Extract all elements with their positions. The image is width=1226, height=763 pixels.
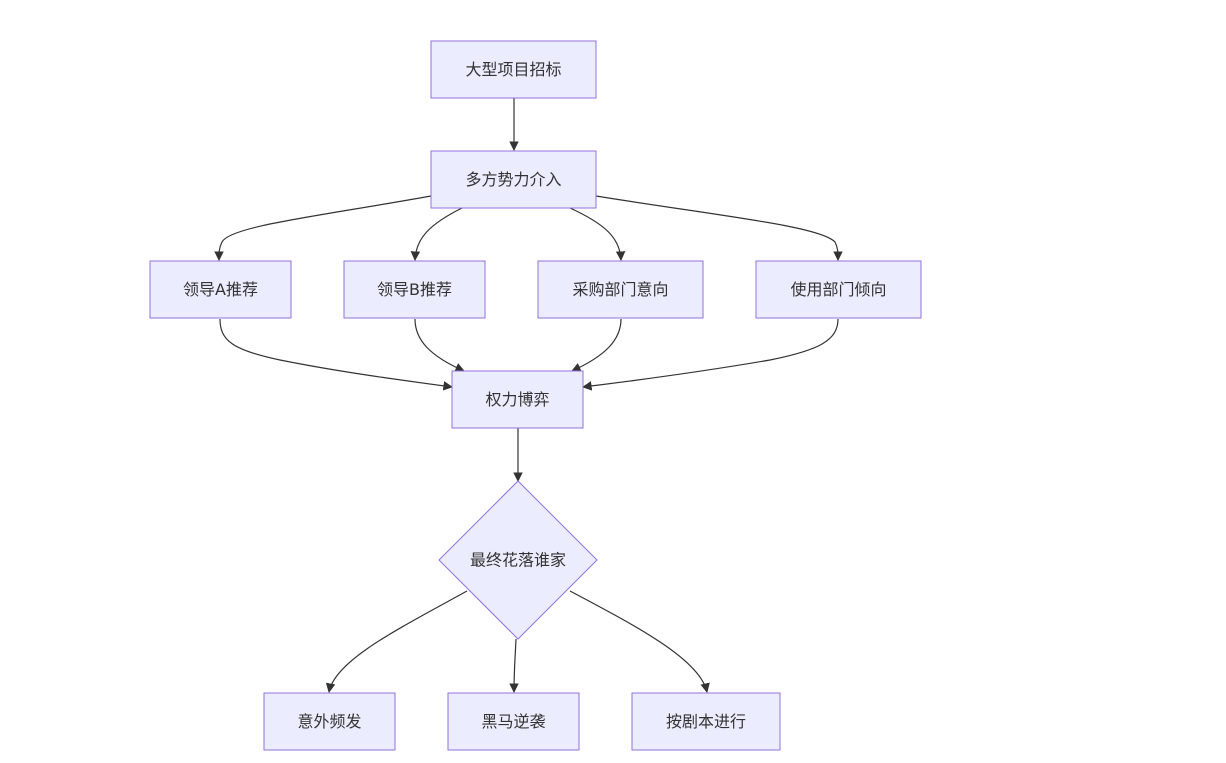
node-dark-horse-label: 黑马逆袭: [481, 712, 545, 731]
node-decision: 最终花落谁家: [438, 480, 598, 640]
node-leader-b-label: 领导B推荐: [377, 280, 452, 299]
edge-forces-leader-a: [214, 195, 432, 261]
node-forces-label: 多方势力介入: [465, 170, 561, 189]
node-forces: 多方势力介入: [430, 150, 597, 209]
node-purchase-label: 采购部门意向: [572, 280, 668, 299]
node-accident-label: 意外频发: [297, 712, 361, 731]
node-start-label: 大型项目招标: [465, 60, 561, 79]
edge-leader-a-game: [219, 318, 453, 391]
edge-forces-leader-b: [410, 207, 463, 261]
nodes: 大型项目招标 多方势力介入 领导A推荐 领导B推荐 采购部门意向 使用部门倾向 …: [149, 40, 922, 751]
edge-leader-b-game: [414, 318, 465, 372]
edge-decision-dark-horse: [509, 638, 519, 693]
node-leader-a: 领导A推荐: [149, 260, 292, 319]
node-game: 权力博弈: [451, 370, 584, 429]
edges: [214, 98, 843, 693]
edge-decision-accident: [325, 590, 468, 693]
node-leader-a-label: 领导A推荐: [183, 280, 258, 299]
node-start: 大型项目招标: [430, 40, 597, 99]
node-user-dept-label: 使用部门倾向: [790, 280, 886, 299]
node-purchase: 采购部门意向: [537, 260, 704, 319]
node-decision-label: 最终花落谁家: [470, 551, 566, 570]
node-script: 按剧本进行: [631, 692, 781, 751]
node-accident: 意外频发: [263, 692, 396, 751]
node-game-label: 权力博弈: [485, 390, 549, 409]
edge-forces-user-dept: [595, 195, 843, 261]
edge-purchase-game: [571, 318, 622, 372]
node-user-dept: 使用部门倾向: [755, 260, 922, 319]
edge-user-dept-game: [582, 318, 839, 391]
edge-forces-purchase: [569, 207, 626, 261]
node-script-label: 按剧本进行: [666, 712, 746, 731]
edge-decision-script: [569, 590, 710, 693]
node-leader-b: 领导B推荐: [343, 260, 486, 319]
node-dark-horse: 黑马逆袭: [447, 692, 580, 751]
